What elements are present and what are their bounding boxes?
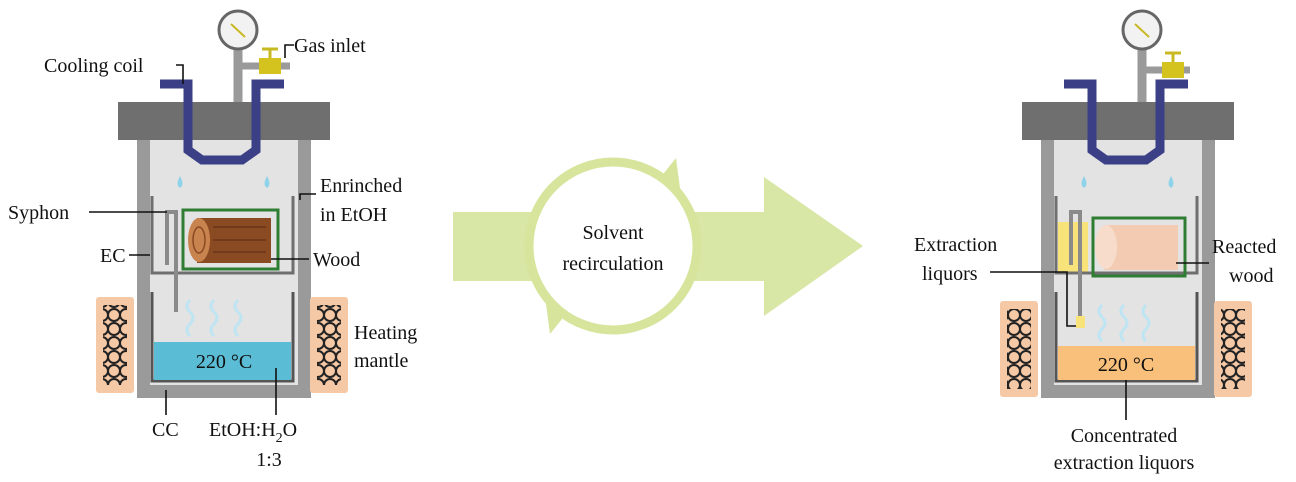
label-recirculation: recirculation	[562, 253, 663, 275]
syphon-tube	[165, 210, 178, 312]
label-gas-inlet: Gas inlet	[294, 35, 366, 57]
label-heating: Heating	[354, 322, 417, 344]
droplet-icon	[1081, 176, 1087, 188]
extraction-chamber	[150, 196, 295, 275]
collection-chamber	[150, 292, 295, 383]
label-cc: CC	[152, 419, 179, 441]
concentrated-liquid	[1058, 346, 1195, 380]
label-liquors: liquors	[922, 263, 978, 285]
cycle-arrowhead-icon	[546, 304, 566, 334]
cooling-coil-icon	[160, 79, 284, 165]
label-wood: Wood	[313, 249, 360, 271]
label-cooling-coil: Cooling coil	[44, 55, 144, 77]
wood-log-icon	[188, 218, 271, 263]
syphon-liquor-drop	[1076, 316, 1085, 328]
gas-valve-icon	[1162, 51, 1184, 78]
label-extraction: Extraction	[914, 234, 997, 256]
cooling-coil-icon	[1064, 79, 1188, 165]
heating-mantle-right	[310, 297, 348, 393]
heating-mantle-left	[96, 297, 134, 393]
label-temperature-right: 220 °C	[1098, 354, 1154, 376]
vapor-icon	[185, 298, 243, 338]
label-in-etoh: in EtOH	[320, 204, 387, 226]
left-reactor: Cooling coil Gas inlet Enrinched in EtOH…	[8, 9, 417, 471]
reacted-wood-icon	[1095, 225, 1178, 270]
label-mantle: mantle	[354, 350, 409, 372]
solvent-recirculation-group: Solvent recirculation	[453, 157, 863, 335]
label-syphon: Syphon	[8, 202, 69, 224]
label-enriched: Enrinched	[320, 175, 402, 197]
label-ec: EC	[100, 245, 126, 267]
syphon-tube	[1069, 210, 1082, 322]
wood-basket	[1091, 216, 1187, 278]
pressure-gauge-icon	[1121, 9, 1190, 102]
cycle-arrowhead-icon	[660, 158, 680, 188]
label-concentrated: Concentrated	[1071, 425, 1178, 447]
label-reacted-wood: wood	[1229, 265, 1273, 287]
right-reactor: Extraction liquors Reacted wood 220 °C C…	[914, 9, 1276, 474]
droplet-icon	[177, 176, 183, 188]
label-ratio: 1:3	[256, 449, 282, 471]
reactor-lid	[118, 102, 330, 140]
droplet-icon	[264, 176, 270, 188]
vapor-icon	[1097, 303, 1151, 343]
solvent-liquid	[154, 342, 291, 380]
gas-valve-icon	[259, 47, 281, 74]
wood-basket	[181, 208, 280, 271]
droplet-icon	[1168, 176, 1174, 188]
label-temperature-left: 220 °C	[196, 351, 252, 373]
extraction-chamber	[1054, 196, 1199, 275]
label-extraction-liquors: extraction liquors	[1054, 452, 1195, 474]
recirculation-ring	[524, 157, 702, 335]
label-solvent-cycle: Solvent	[582, 222, 644, 244]
heating-mantle-left	[1000, 301, 1038, 397]
label-solvent: EtOH:H2O	[209, 419, 297, 446]
pressure-gauge-icon	[217, 9, 290, 102]
reactor-lid	[1022, 102, 1234, 140]
label-reacted: Reacted	[1212, 236, 1276, 258]
heating-mantle-right	[1214, 301, 1252, 397]
